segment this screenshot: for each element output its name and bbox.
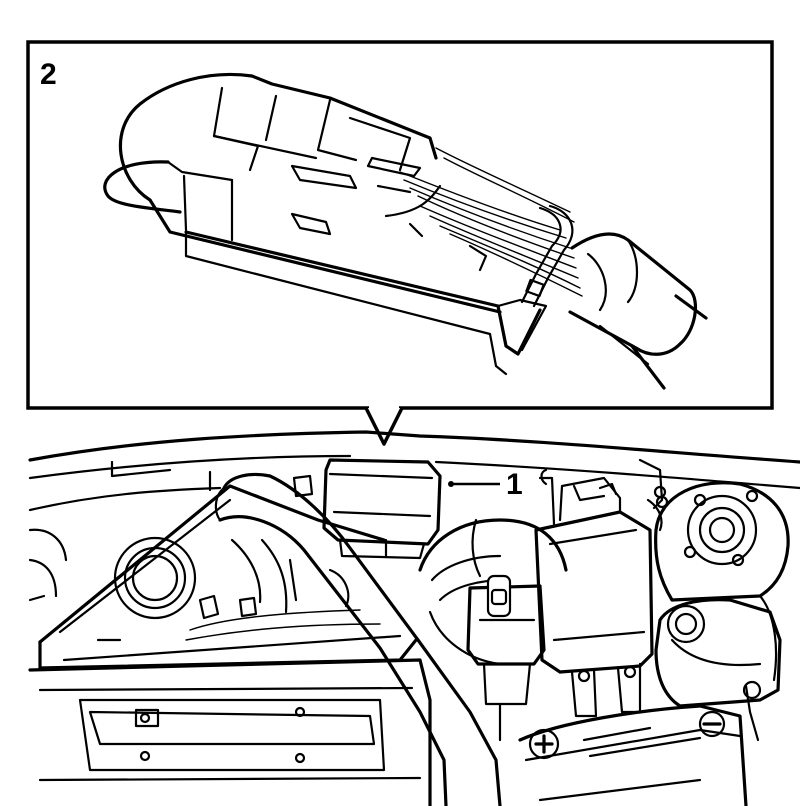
lower-left-module	[28, 658, 432, 806]
wiring-connector-detail	[103, 72, 708, 390]
brake-booster	[418, 518, 568, 666]
inset-frame	[26, 40, 774, 410]
inset-pointer	[364, 407, 404, 446]
connector-box	[322, 458, 442, 560]
battery	[518, 704, 748, 806]
strut-tower	[646, 481, 790, 682]
intake-duct	[214, 472, 502, 806]
engine-bay: 1	[28, 430, 800, 806]
detail-inset: 2	[26, 40, 774, 446]
coolant-tank	[654, 598, 782, 742]
hood-edge	[28, 430, 800, 464]
fuse-box	[534, 468, 654, 718]
part-number-label: 1	[506, 468, 523, 501]
inset-number-label: 2	[40, 58, 57, 91]
